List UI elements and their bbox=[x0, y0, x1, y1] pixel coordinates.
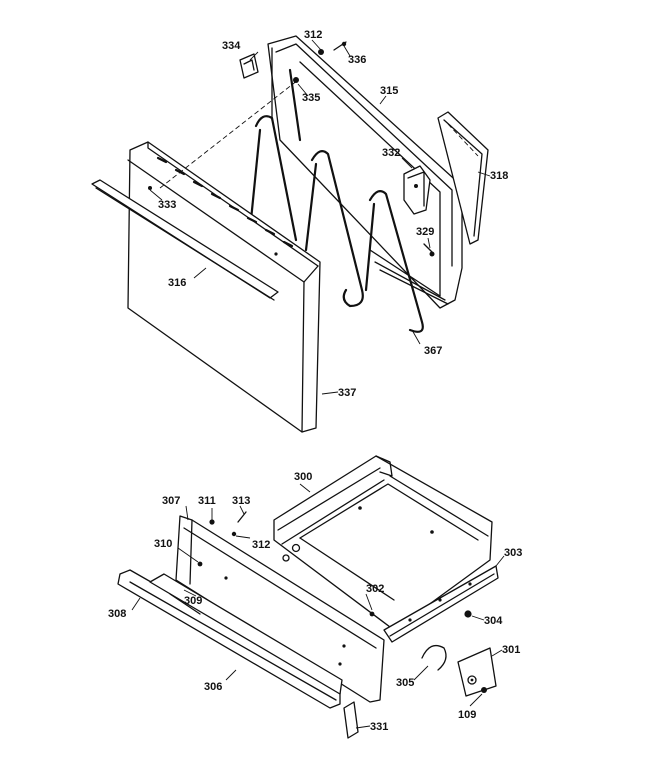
drawer-front-panel bbox=[175, 515, 385, 703]
callout-312-bottom: 312 bbox=[252, 539, 270, 551]
clip-part bbox=[239, 53, 259, 79]
drawer-slide-rail bbox=[383, 565, 499, 643]
drawer-handle-trim bbox=[117, 569, 343, 709]
callout-308: 308 bbox=[108, 608, 126, 620]
callout-334: 334 bbox=[222, 40, 241, 52]
callout-300: 300 bbox=[294, 471, 312, 483]
callout-109: 109 bbox=[458, 709, 476, 721]
vent-slots bbox=[156, 156, 294, 248]
callout-316: 316 bbox=[168, 277, 186, 289]
screw-part bbox=[423, 243, 435, 257]
callout-301: 301 bbox=[502, 644, 520, 656]
door-gasket-strip bbox=[437, 111, 489, 245]
drawer-fasteners bbox=[209, 511, 487, 693]
callout-315: 315 bbox=[380, 85, 398, 97]
hinge-bracket bbox=[403, 165, 431, 215]
callout-312-top: 312 bbox=[304, 29, 322, 41]
callout-303: 303 bbox=[504, 547, 522, 559]
oven-door-assembly bbox=[91, 35, 489, 433]
callout-307: 307 bbox=[162, 495, 180, 507]
callout-labels: 312 336 334 335 315 318 332 329 367 337 … bbox=[108, 29, 522, 733]
mounting-bracket bbox=[457, 647, 497, 697]
door-liner-panel bbox=[267, 35, 463, 309]
top-fasteners bbox=[293, 41, 347, 83]
callout-335: 335 bbox=[302, 92, 320, 104]
callout-337: 337 bbox=[338, 387, 356, 399]
outer-door-panel bbox=[127, 141, 321, 433]
callout-333: 333 bbox=[158, 199, 176, 211]
door-handle bbox=[91, 179, 279, 301]
wire-cable bbox=[421, 644, 447, 671]
callout-311: 311 bbox=[198, 495, 216, 507]
callout-302: 302 bbox=[366, 583, 384, 595]
callout-329: 329 bbox=[416, 226, 434, 238]
assembly-line bbox=[159, 79, 299, 189]
callout-331: 331 bbox=[370, 721, 388, 733]
door-spring-rods bbox=[246, 68, 424, 333]
drawer-foot bbox=[343, 701, 359, 739]
drawer-body bbox=[273, 455, 493, 631]
callout-304: 304 bbox=[484, 615, 503, 627]
callout-332: 332 bbox=[382, 147, 400, 159]
callout-305: 305 bbox=[396, 677, 414, 689]
callout-367: 367 bbox=[424, 345, 442, 357]
leader-lines bbox=[131, 39, 505, 729]
callout-318: 318 bbox=[490, 170, 508, 182]
callout-310: 310 bbox=[154, 538, 172, 550]
drawer-assembly bbox=[117, 455, 499, 739]
callout-336: 336 bbox=[348, 54, 366, 66]
callout-313: 313 bbox=[232, 495, 250, 507]
callout-309: 309 bbox=[184, 595, 202, 607]
callout-306: 306 bbox=[204, 681, 222, 693]
